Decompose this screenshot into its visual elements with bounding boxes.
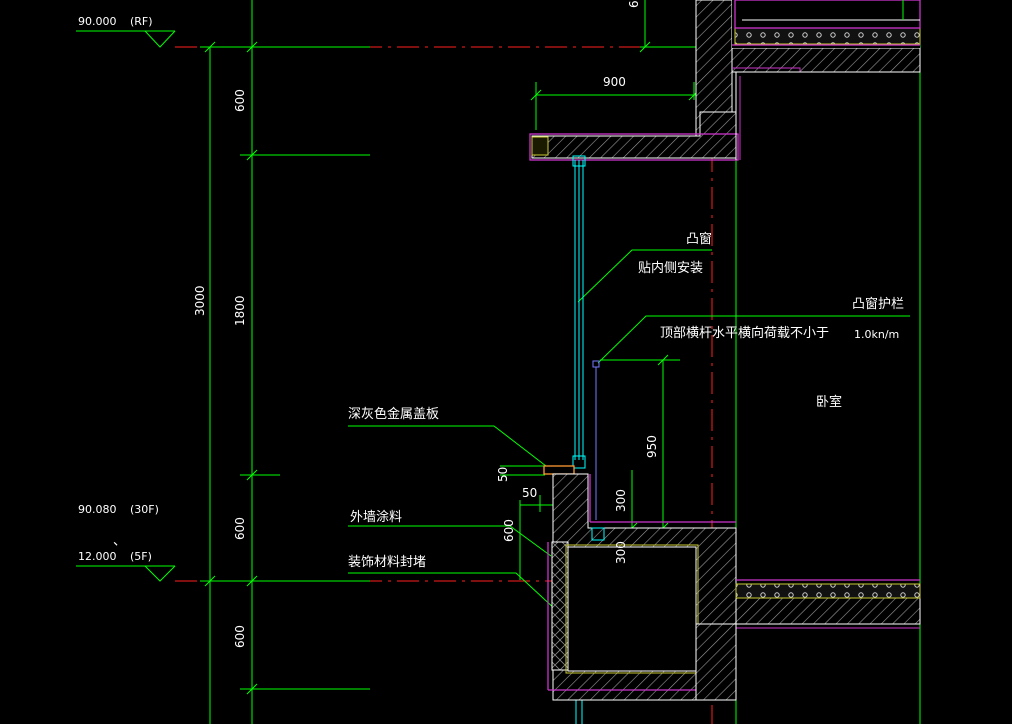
level-mid-floor: (30F) xyxy=(130,503,159,516)
lower-structure xyxy=(543,465,921,701)
dim-3000: 3000 xyxy=(193,285,207,316)
level-bottom-triangle xyxy=(144,565,176,582)
leader-cover-plate xyxy=(348,425,547,467)
dim-1800: 1800 xyxy=(233,295,247,326)
label-bay-window: 凸窗 xyxy=(686,231,712,247)
tick-mark: 、 xyxy=(113,534,126,549)
leader-decor-seal xyxy=(348,572,557,611)
upper-structure xyxy=(529,0,921,161)
box-void xyxy=(567,546,697,672)
label-exterior-paint: 外墙涂料 xyxy=(350,509,402,525)
label-inner-install: 贴内侧安装 xyxy=(638,260,703,276)
bay-window-glazing xyxy=(572,155,586,724)
level-top-elevation: 90.000 xyxy=(78,15,117,28)
level-bottom-floor: (5F) xyxy=(130,550,152,563)
dim-lower-600: 600 xyxy=(233,517,247,540)
level-top-floor: (RF) xyxy=(130,15,153,28)
note-labels: 凸窗 贴内侧安装 凸窗护栏 顶部横杆水平横向荷载不小于 1.0kn/m 卧室 深… xyxy=(348,231,904,570)
level-labels: 90.000 (RF) 90.080 (30F) 、 12.000 (5F) xyxy=(78,15,159,563)
metal-cover-plate xyxy=(543,465,575,475)
dim-top-partial: 6 xyxy=(627,0,641,8)
leader-bay-window xyxy=(577,249,712,303)
label-cover-plate: 深灰色金属盖板 xyxy=(348,406,439,422)
level-mid-elevation: 90.080 xyxy=(78,503,117,516)
leader-exterior-paint xyxy=(348,525,552,557)
dim-900: 900 xyxy=(603,75,626,89)
dim-50-horizontal: 50 xyxy=(522,486,537,500)
label-bedroom: 卧室 xyxy=(816,394,842,410)
dim-300-b: 300 xyxy=(614,541,628,564)
dim-upper-600: 600 xyxy=(233,89,247,112)
dim-sill-600: 600 xyxy=(502,519,516,542)
bay-window-railing xyxy=(592,360,600,520)
leader-railing xyxy=(597,315,910,364)
level-top-triangle xyxy=(144,30,176,48)
label-rail-load-value: 1.0kn/m xyxy=(854,328,899,341)
level-bottom-elevation: 12.000 xyxy=(78,550,117,563)
dim-950: 950 xyxy=(645,435,659,458)
dim-50-vertical: 50 xyxy=(496,467,510,482)
dim-300-a: 300 xyxy=(614,489,628,512)
dimension-labels: 3000 600 1800 600 600 6 900 950 300 300 … xyxy=(193,0,659,648)
dim-below-600: 600 xyxy=(233,625,247,648)
label-rail-load: 顶部横杆水平横向荷载不小于 xyxy=(660,325,829,341)
label-rail-title: 凸窗护栏 xyxy=(852,296,904,312)
label-decor-seal: 装饰材料封堵 xyxy=(348,555,426,570)
